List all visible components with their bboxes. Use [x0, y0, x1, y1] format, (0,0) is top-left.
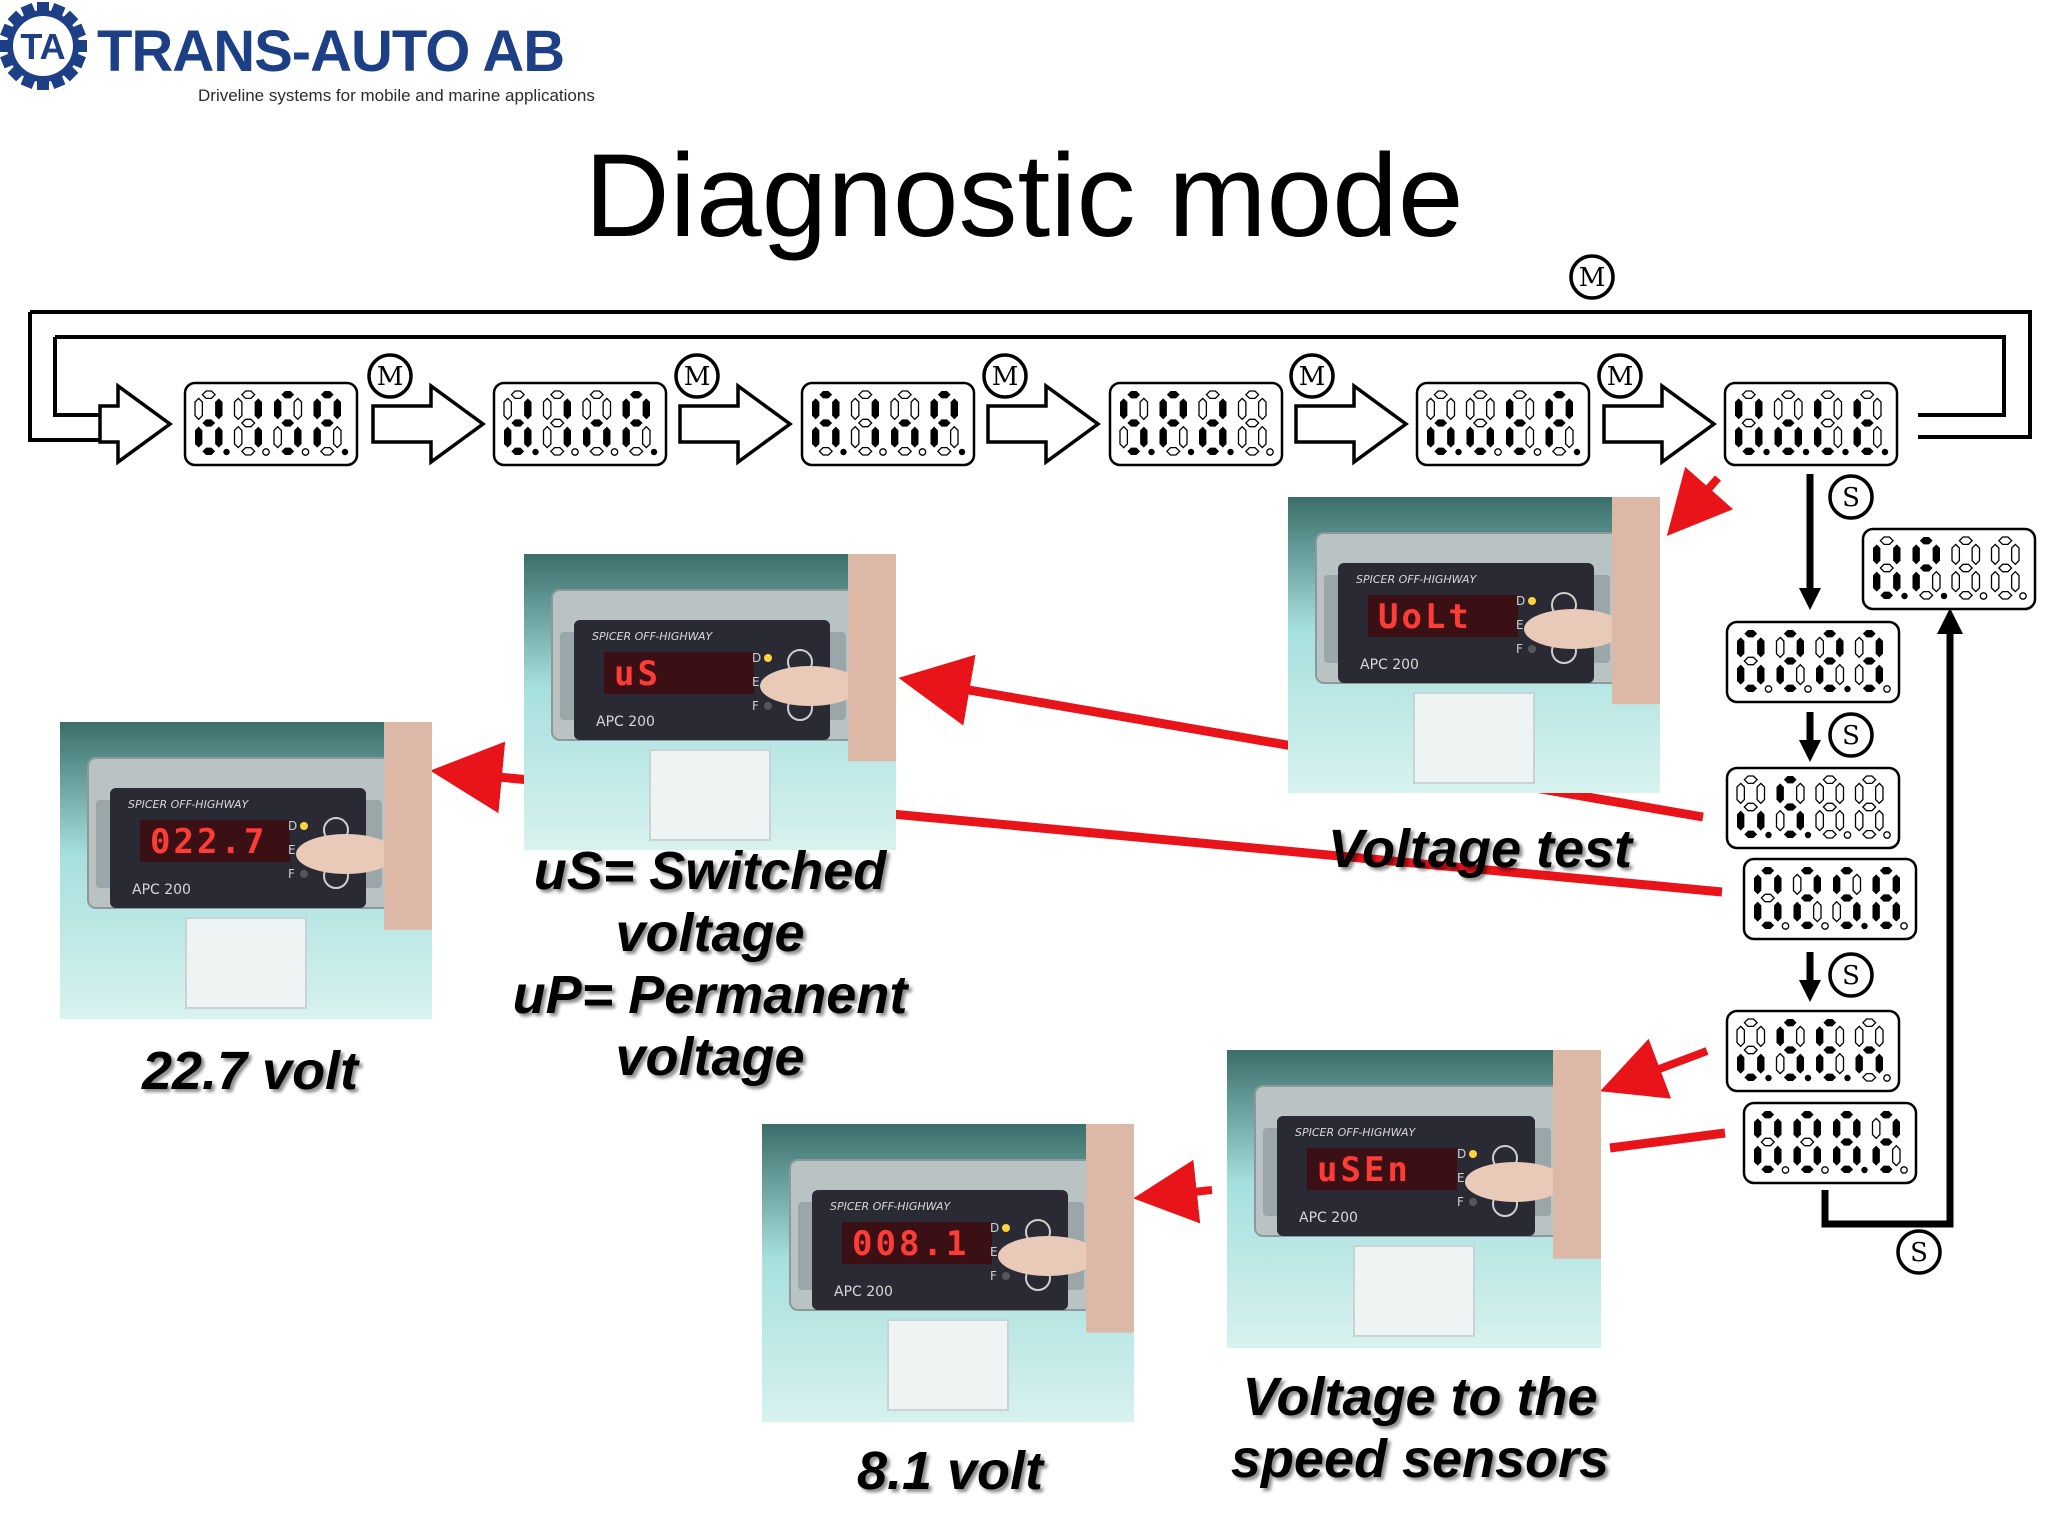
svg-text:E: E [752, 675, 760, 689]
menu-display [492, 381, 668, 467]
caption-speed-sensors: Voltage to the speed sensors [1180, 1366, 1660, 1490]
svg-text:F: F [288, 867, 295, 881]
voltage-display [1742, 857, 1918, 941]
svg-text:E: E [288, 843, 296, 857]
svg-text:SPICER OFF-HIGHWAY: SPICER OFF-HIGHWAY [830, 1200, 951, 1213]
voltage-display [1725, 620, 1901, 704]
caption-text: Voltage test [1327, 819, 1633, 879]
select-button-icon: S [1896, 1229, 1942, 1275]
caption-22-volt: 22.7 volt [90, 1040, 410, 1102]
mode-button-icon: M [1569, 254, 1615, 300]
svg-text:uS: uS [614, 654, 661, 694]
voltage-display [1725, 1009, 1901, 1093]
svg-text:S: S [1842, 483, 1860, 513]
select-button-icon: S [1828, 712, 1874, 758]
caption-line: voltage [615, 903, 805, 963]
flow-arrow-icon [371, 382, 486, 466]
brand-tagline: Driveline systems for mobile and marine … [198, 86, 595, 105]
svg-text:D: D [990, 1221, 999, 1235]
svg-text:D: D [1457, 1147, 1466, 1161]
caption-8-volt: 8.1 volt [800, 1440, 1100, 1502]
svg-text:UoLt: UoLt [1378, 597, 1472, 637]
svg-text:uSEn: uSEn [1317, 1150, 1411, 1190]
svg-text:M: M [377, 362, 404, 392]
svg-text:E: E [990, 1245, 998, 1259]
caption-line: Voltage to the [1242, 1367, 1598, 1427]
svg-text:SPICER OFF-HIGHWAY: SPICER OFF-HIGHWAY [592, 630, 713, 643]
svg-text:M: M [1579, 263, 1606, 293]
caption-text: 22.7 volt [141, 1041, 359, 1101]
brand-logo: TA TRANS-AUTO AB Driveline systems for m… [0, 0, 595, 110]
svg-text:F: F [752, 699, 759, 713]
menu-display [1108, 381, 1284, 467]
svg-text:M: M [684, 362, 711, 392]
flow-arrow-icon [986, 382, 1101, 466]
caption-switched-permanent: uS= Switched voltage uP= Permanent volta… [490, 840, 930, 1088]
select-button-icon: S [1828, 474, 1874, 520]
svg-text:F: F [1516, 642, 1523, 656]
mode-button-icon: M [1597, 353, 1643, 399]
svg-text:E: E [1516, 618, 1524, 632]
page-title: Diagnostic mode [584, 130, 1464, 262]
flow-arrow-icon [678, 382, 793, 466]
svg-text:S: S [1842, 721, 1860, 751]
gear-logo-icon: TA [0, 2, 87, 90]
svg-text:008.1: 008.1 [852, 1224, 969, 1264]
caption-line: uP= Permanent [512, 965, 908, 1025]
caption-line: voltage [615, 1027, 805, 1087]
svg-text:F: F [990, 1269, 997, 1283]
svg-text:SPICER OFF-HIGHWAY: SPICER OFF-HIGHWAY [128, 798, 249, 811]
svg-text:APC 200: APC 200 [1360, 657, 1419, 673]
svg-text:M: M [1607, 362, 1634, 392]
mode-button-icon: M [1289, 353, 1335, 399]
caption-text: 8.1 volt [856, 1441, 1044, 1501]
flow-arrow-icon [98, 382, 173, 466]
svg-text:E: E [1457, 1171, 1465, 1185]
select-flow-arrows [1799, 474, 1963, 1228]
svg-text:SPICER OFF-HIGHWAY: SPICER OFF-HIGHWAY [1356, 573, 1477, 586]
voltage-display [1725, 766, 1901, 850]
caption-line: uS= Switched [533, 841, 887, 901]
svg-text:M: M [1299, 362, 1326, 392]
menu-display [1723, 381, 1899, 467]
svg-text:F: F [1457, 1195, 1464, 1209]
mode-button-icon: M [674, 353, 720, 399]
svg-text:S: S [1842, 961, 1860, 991]
svg-text:S: S [1910, 1238, 1928, 1268]
select-button-icon: S [1828, 952, 1874, 998]
svg-text:APC 200: APC 200 [1299, 1210, 1358, 1226]
svg-text:D: D [288, 819, 297, 833]
voltage-display [1861, 527, 2037, 611]
svg-text:SPICER OFF-HIGHWAY: SPICER OFF-HIGHWAY [1295, 1126, 1416, 1139]
menu-display [800, 381, 976, 467]
svg-text:D: D [752, 651, 761, 665]
svg-text:APC 200: APC 200 [834, 1284, 893, 1300]
menu-display [1415, 381, 1591, 467]
flow-arrow-icon [1602, 382, 1717, 466]
svg-text:M: M [992, 362, 1019, 392]
menu-display [183, 381, 359, 467]
svg-text:TA: TA [20, 26, 65, 67]
voltage-display [1742, 1101, 1918, 1185]
mode-button-icon: M [982, 353, 1028, 399]
svg-text:APC 200: APC 200 [596, 714, 655, 730]
svg-text:D: D [1516, 594, 1525, 608]
flow-arrow-icon [1294, 382, 1409, 466]
caption-voltage-test: Voltage test [1310, 818, 1650, 880]
top-loop-frame [28, 310, 2032, 442]
caption-line: speed sensors [1230, 1429, 1610, 1489]
svg-text:APC 200: APC 200 [132, 882, 191, 898]
mode-button-icon: M [367, 353, 413, 399]
svg-text:022.7: 022.7 [150, 822, 267, 862]
brand-name: TRANS-AUTO AB [97, 19, 565, 84]
